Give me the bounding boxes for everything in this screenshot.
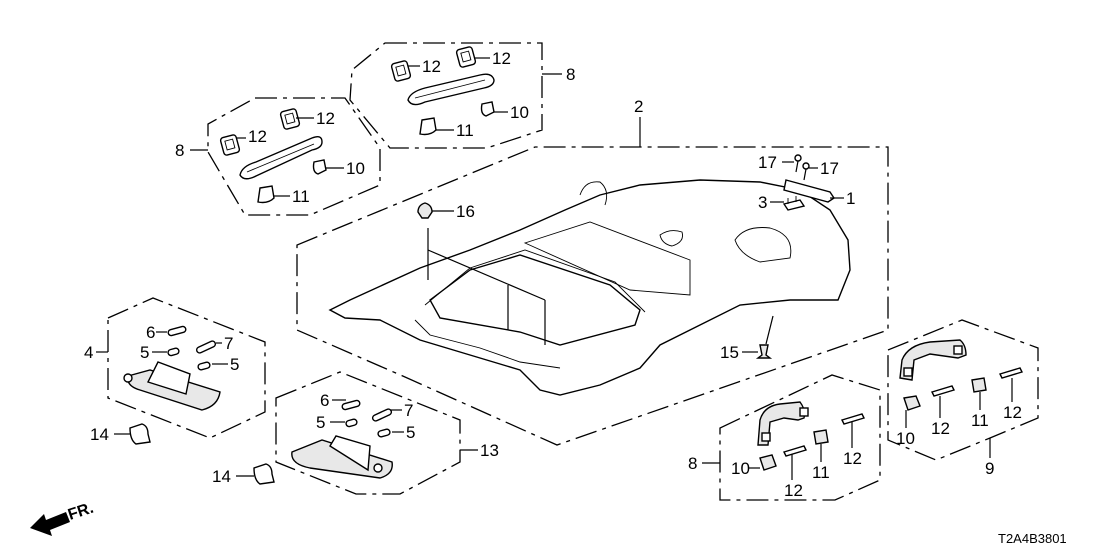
callout-12: 12: [1003, 403, 1022, 422]
callout-10: 10: [510, 103, 529, 122]
grab-handle: [757, 401, 806, 446]
callout-13: 13: [480, 441, 499, 460]
cap-part-11: [257, 185, 275, 204]
callout-12: 12: [931, 419, 950, 438]
callout-12: 12: [422, 57, 441, 76]
plug-part-6: [341, 399, 361, 411]
callout-14: 14: [212, 467, 231, 486]
callout-8: 8: [688, 454, 697, 473]
callout-10: 10: [731, 459, 750, 478]
callout-12: 12: [843, 449, 862, 468]
group-outline: [719, 374, 881, 501]
bracket-part-14: [253, 463, 275, 485]
callout-6: 6: [146, 323, 155, 342]
group-outline: [107, 297, 266, 439]
plug-part-7: [195, 340, 217, 354]
callout-4: 4: [84, 343, 93, 362]
group-8-upper-right: 8 12 12 10 11: [349, 42, 575, 149]
screw-part-17: [794, 154, 802, 173]
callout-10: 10: [346, 159, 365, 178]
arrow-left-icon: [30, 512, 70, 536]
callout-5: 5: [406, 423, 415, 442]
plug-part-7: [371, 408, 393, 422]
bracket-part-1: [783, 179, 835, 203]
clip-part-12: [279, 108, 301, 130]
clip-part-12: [219, 134, 241, 156]
front-direction-indicator: FR.: [30, 500, 96, 536]
plug-part-5: [377, 428, 391, 438]
callout-7: 7: [224, 334, 233, 353]
group-8-lower: 8 10 12 11 12: [688, 374, 881, 501]
callout-11: 11: [456, 121, 474, 140]
callout-12: 12: [316, 109, 335, 128]
plug-part-5: [167, 347, 180, 357]
callout-17: 17: [758, 153, 777, 172]
callout-14: 14: [90, 425, 109, 444]
cap-part-10: [480, 101, 495, 117]
group-13-sunvisor-right: 13 6 5 7 5: [275, 371, 499, 495]
callout-17: 17: [820, 159, 839, 178]
callout-12: 12: [248, 127, 267, 146]
callout-5: 5: [230, 355, 239, 374]
group-outline: [349, 42, 543, 149]
group-outline: [887, 319, 1039, 461]
grab-handle: [899, 339, 967, 381]
callout-15: 15: [720, 343, 739, 362]
callout-10: 10: [896, 429, 915, 448]
callout-11: 11: [292, 187, 310, 206]
cap-part-11: [813, 429, 829, 445]
callout-11: 11: [971, 411, 989, 430]
callout-9: 9: [985, 459, 994, 478]
group-outline: [275, 371, 461, 495]
callout-2: 2: [634, 97, 643, 116]
callout-3: 3: [758, 193, 767, 212]
grab-handle: [407, 73, 495, 106]
group-2-headliner: 2 1 3 17: [296, 97, 889, 446]
group-outline: [207, 97, 381, 216]
group-4-sunvisor-left: 4 6 5 7 5: [84, 297, 266, 439]
group-9-lower-right: 9 10 12 11 12: [887, 319, 1039, 478]
clip-part-16: [417, 202, 433, 219]
clip-part-12: [999, 367, 1023, 379]
bracket-part-3: [782, 196, 806, 211]
cap-part-11: [419, 117, 437, 136]
clip-part-12: [841, 413, 865, 425]
clip-part-15: [755, 344, 773, 359]
callout-16: 16: [456, 202, 475, 221]
group-outline: [296, 146, 889, 446]
callout-12: 12: [784, 481, 803, 500]
callout-8: 8: [566, 65, 575, 84]
plug-part-5: [345, 418, 358, 428]
screw-part-17: [802, 162, 810, 181]
sunroof-opening: [429, 254, 641, 346]
clip-part-12: [783, 445, 807, 457]
clip-part-12: [390, 60, 412, 82]
cap-part-10: [312, 159, 327, 175]
clip-part-12: [931, 385, 955, 397]
plug-part-5: [197, 361, 211, 371]
bracket-part-14: [129, 423, 151, 445]
cap-part-11: [971, 377, 987, 393]
drawing-code: T2A4B3801: [998, 531, 1067, 546]
group-8-upper-left: 8 12 12 10 11: [175, 97, 381, 216]
front-label: FR.: [66, 500, 96, 524]
callout-5: 5: [140, 343, 149, 362]
plug-part-6: [167, 325, 187, 337]
clip-part-12: [455, 46, 477, 68]
callout-12: 12: [492, 49, 511, 68]
callout-8: 8: [175, 141, 184, 160]
callout-7: 7: [404, 401, 413, 420]
callout-1: 1: [846, 189, 855, 208]
callout-11: 11: [812, 463, 830, 482]
cap-part-10: [903, 395, 921, 411]
callout-6: 6: [320, 391, 329, 410]
cap-part-10: [759, 454, 777, 471]
callout-5: 5: [316, 413, 325, 432]
